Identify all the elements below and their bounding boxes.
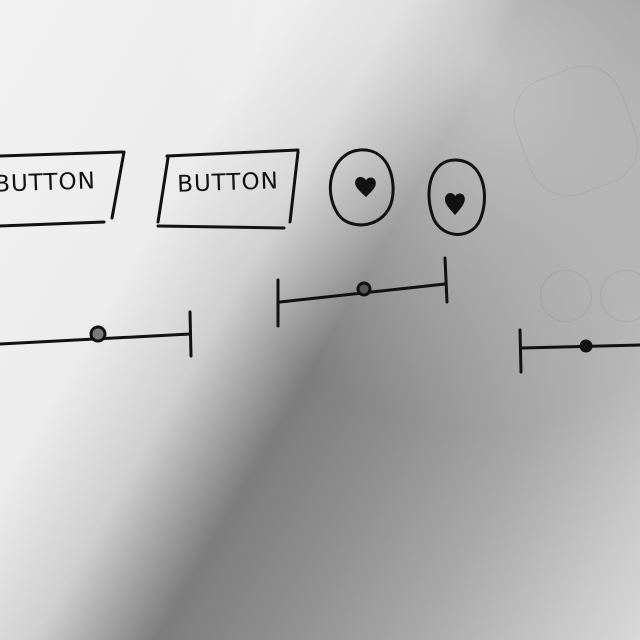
heart-button-1[interactable] bbox=[330, 148, 394, 230]
faint-sketch bbox=[600, 270, 640, 322]
faint-sketch bbox=[502, 54, 640, 208]
slider-2[interactable] bbox=[276, 256, 448, 328]
heart-button-2[interactable] bbox=[428, 158, 488, 242]
button-2[interactable]: BUTTON bbox=[162, 154, 294, 218]
button-1-label: BUTTON bbox=[0, 168, 97, 198]
slider-1[interactable] bbox=[0, 312, 192, 358]
slider-3[interactable] bbox=[518, 328, 640, 374]
button-2-label: BUTTON bbox=[176, 168, 280, 198]
button-1[interactable]: BUTTON bbox=[0, 154, 120, 218]
faint-sketch bbox=[540, 270, 592, 322]
